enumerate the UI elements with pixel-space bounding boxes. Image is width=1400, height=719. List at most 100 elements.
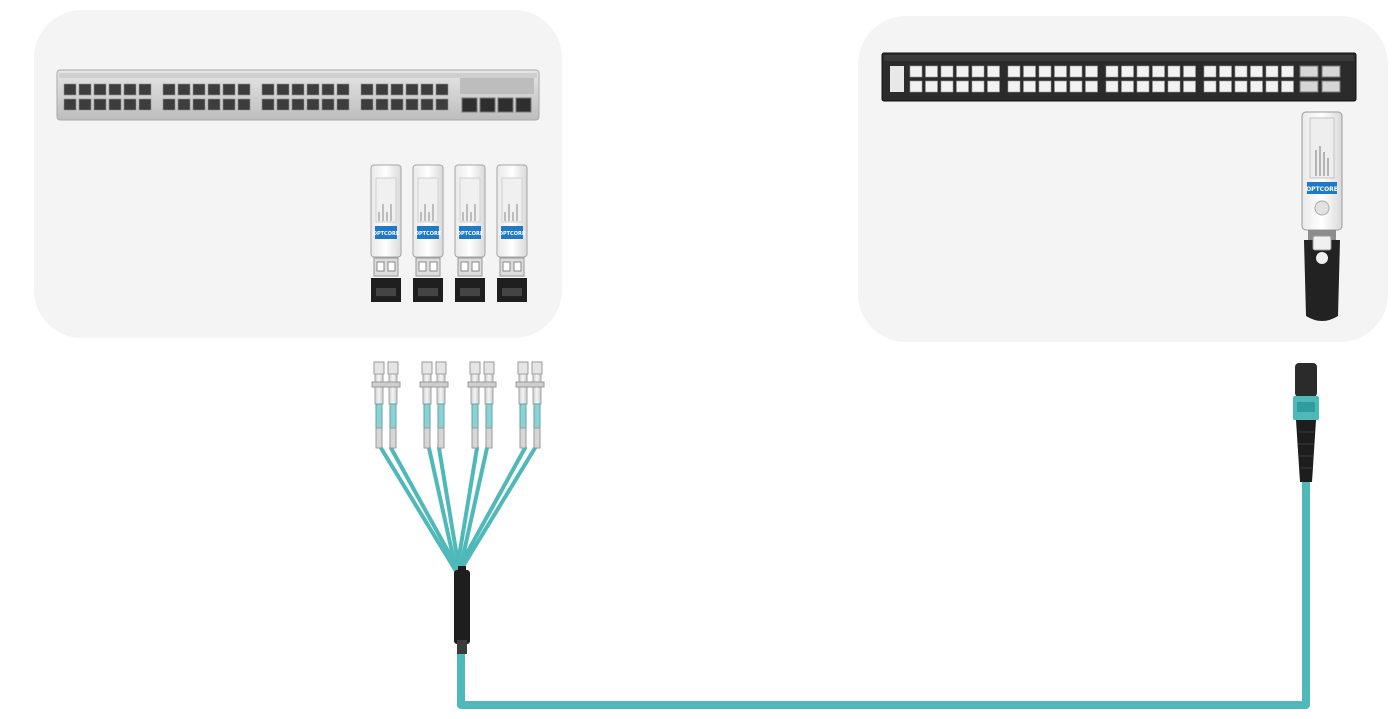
left-switch: [56, 69, 540, 121]
rj45-port: [1105, 80, 1119, 93]
rj45-port: [1007, 80, 1021, 93]
rj45-port: [971, 80, 985, 93]
brand-text: OPTCORE: [1306, 186, 1338, 193]
rj45-port: [291, 83, 305, 96]
rj45-port: [336, 98, 350, 111]
rj45-port: [360, 98, 374, 111]
rj45-port: [1281, 80, 1294, 93]
rj45-port: [987, 65, 1000, 78]
rj45-port: [78, 83, 92, 96]
brand-text: OPTCORE: [457, 231, 484, 237]
rj45-port: [1007, 65, 1021, 78]
fiber-leg: [389, 446, 462, 574]
rj45-port: [1265, 80, 1279, 93]
sfp-cage: [461, 97, 478, 113]
rj45-port: [306, 83, 320, 96]
rj45-port: [1023, 80, 1036, 93]
lc-duplex-connector: [419, 361, 449, 449]
brand-label: [1307, 182, 1337, 194]
rj45-port: [1203, 80, 1217, 93]
rj45-port: [909, 80, 923, 93]
rj45-port: [237, 83, 251, 96]
rj45-port: [435, 98, 449, 111]
left-rj45-ports: [63, 83, 449, 111]
rj45-port: [138, 83, 152, 96]
uplink-cage: [1299, 80, 1319, 93]
rj45-port: [1023, 65, 1036, 78]
rj45-port: [321, 83, 335, 96]
fiber-leg: [427, 446, 459, 574]
lc-duplex-connectors: [371, 361, 545, 449]
rj45-port: [405, 83, 419, 96]
rj45-port: [291, 98, 305, 111]
rj45-port: [1167, 80, 1181, 93]
sfp-module: OPTCORE: [412, 164, 444, 302]
rj45-port: [108, 83, 122, 96]
left-sfp-cages: [460, 78, 534, 113]
rj45-port: [987, 80, 1000, 93]
rj45-port: [1183, 80, 1196, 93]
rj45-port: [1136, 80, 1150, 93]
rj45-port: [1069, 65, 1083, 78]
rj45-port: [138, 98, 152, 111]
rj45-port: [1219, 65, 1232, 78]
fiber-leg: [457, 446, 489, 574]
rj45-port: [375, 83, 389, 96]
rj45-port: [162, 98, 176, 111]
rj45-port: [909, 65, 923, 78]
rj45-port: [192, 83, 206, 96]
rj45-port: [360, 83, 374, 96]
sfp-module: OPTCORE: [496, 164, 528, 302]
uplink-cage: [1299, 65, 1319, 78]
rj45-port: [207, 83, 221, 96]
fiber-leg: [457, 446, 537, 574]
rj45-port: [1054, 65, 1067, 78]
rj45-port: [222, 98, 236, 111]
rj45-port: [1038, 80, 1052, 93]
rj45-port: [1152, 65, 1165, 78]
sfp-cage: [479, 97, 496, 113]
rj45-port: [435, 83, 449, 96]
rj45-port: [177, 83, 191, 96]
rj45-port: [63, 98, 77, 111]
rj45-port: [925, 65, 938, 78]
qsfp-transceiver: OPTCORE: [1301, 111, 1343, 321]
rj45-port: [1281, 65, 1294, 78]
pull-tab: [1304, 240, 1340, 321]
rj45-port: [123, 98, 137, 111]
rj45-port: [336, 83, 350, 96]
rj45-port: [261, 98, 275, 111]
rj45-port: [276, 83, 290, 96]
rj45-port: [390, 83, 404, 96]
rj45-port: [956, 80, 969, 93]
rj45-port: [925, 80, 938, 93]
mpo-connector: [1293, 363, 1319, 482]
rj45-port: [1234, 80, 1248, 93]
rj45-port: [1219, 80, 1232, 93]
brand-text: OPTCORE: [499, 231, 526, 237]
fanout-legs: [379, 446, 537, 574]
rj45-port: [93, 98, 107, 111]
rj45-port: [1085, 80, 1098, 93]
rj45-port: [1152, 80, 1165, 93]
rj45-port: [321, 98, 335, 111]
lc-duplex-connector: [467, 361, 497, 449]
sfp-cage: [515, 97, 532, 113]
rj45-port: [1121, 65, 1134, 78]
rj45-port: [971, 65, 985, 78]
brand-text: OPTCORE: [415, 231, 442, 237]
fiber-leg: [454, 446, 479, 574]
rj45-port: [93, 83, 107, 96]
rj45-port: [222, 83, 236, 96]
sfp-cage: [497, 97, 514, 113]
lc-duplex-connector: [371, 361, 401, 449]
rj45-port: [940, 80, 954, 93]
trunk-fiber: [457, 480, 1310, 709]
rj45-port: [1136, 65, 1150, 78]
rj45-port: [1250, 80, 1263, 93]
rj45-port: [390, 98, 404, 111]
rj45-port: [63, 83, 77, 96]
right-uplink-cages: [1299, 65, 1341, 93]
